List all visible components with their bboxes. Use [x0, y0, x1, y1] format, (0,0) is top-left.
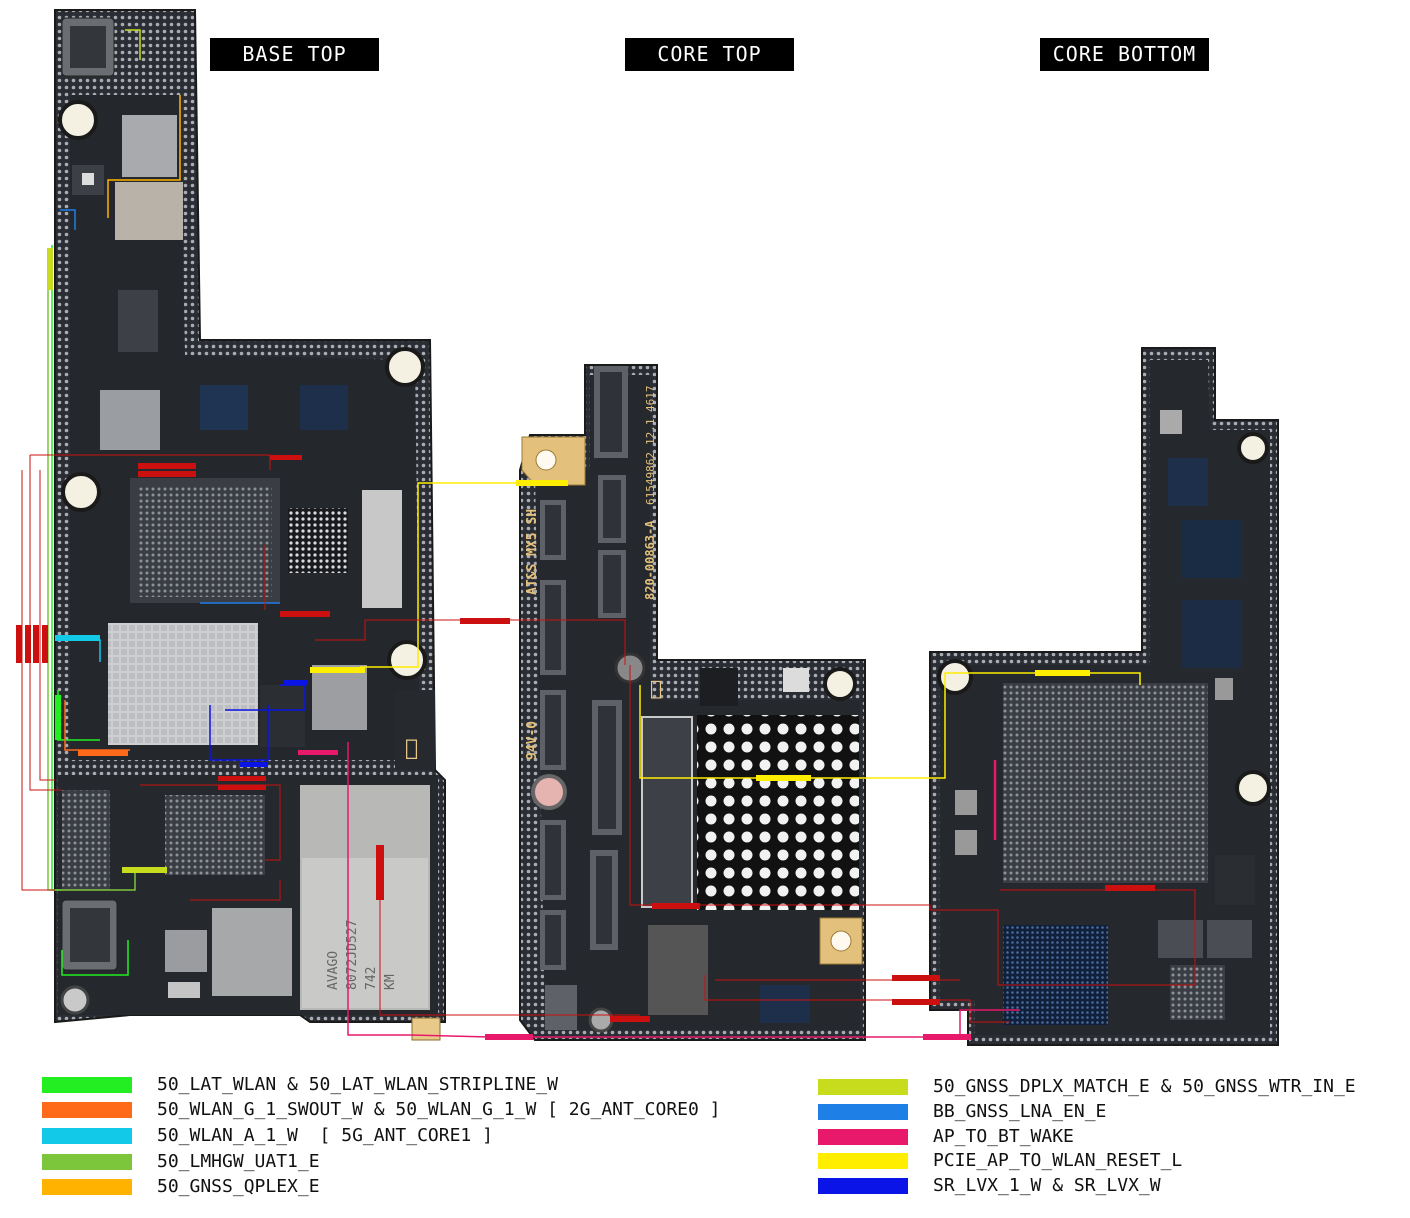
core-bottom-soc [1003, 683, 1208, 883]
legend-swatch [818, 1104, 908, 1120]
base-top-title: BASE TOP [210, 38, 379, 71]
base-hole-4 [387, 640, 427, 680]
legend-swatch [818, 1079, 908, 1095]
core-bottom-title: CORE BOTTOM [1040, 38, 1209, 71]
legend-label: 50_LAT_WLAN & 50_LAT_WLAN_STRIPLINE_W [157, 1074, 558, 1095]
legend-label: 50_LMHGW_UAT1_E [157, 1151, 320, 1172]
apple-logo-core-icon:  [650, 676, 662, 700]
base-hole-2 [61, 472, 101, 512]
avago-line3: KM [383, 974, 398, 990]
core-bottom-board [929, 347, 1279, 1046]
trace-ap-to-bt-wake [347, 742, 1020, 1038]
trace-gnss-dplx [125, 29, 141, 60]
legend-label: SR_LVX_1_W & SR_LVX_W [933, 1175, 1161, 1196]
legend-swatch [818, 1129, 908, 1145]
legend-swatch [42, 1102, 132, 1118]
net-tags [16, 248, 1155, 1040]
core-rev: 12.1 [644, 419, 657, 446]
legend-label: AP_TO_BT_WAKE [933, 1126, 1074, 1147]
trace-sr-lvx [209, 705, 269, 761]
legend-item: 50_GNSS_QPLEX_E [42, 1176, 782, 1198]
legend-item: 50_LAT_WLAN & 50_LAT_WLAN_STRIPLINE_W [42, 1074, 782, 1096]
legend-item: 50_GNSS_DPLX_MATCH_E & 50_GNSS_WTR_IN_E [818, 1076, 1398, 1098]
trace-gnss-qplex [107, 95, 181, 218]
base-hole-1 [58, 100, 98, 140]
core-part: 820-00863-A [643, 520, 657, 600]
trace-gnss-lna [60, 209, 76, 230]
apple-logo-icon:  [405, 736, 418, 761]
legend-item: 50_WLAN_A_1_W [ 5G_ANT_CORE1 ] [42, 1125, 782, 1147]
legend-swatch [42, 1077, 132, 1093]
legend-swatch [42, 1179, 132, 1195]
legend-swatch [42, 1128, 132, 1144]
legend-label: 50_GNSS_QPLEX_E [157, 1176, 320, 1197]
core-top-board:  AT&S MX5 SH 94V-0 820-00863-A 61549862… [519, 364, 866, 1041]
core-v0: 94V-0 [525, 721, 540, 760]
legend-item: SR_LVX_1_W & SR_LVX_W [818, 1175, 1398, 1197]
avago-line2: 742 [364, 967, 379, 990]
base-hole-3 [385, 347, 425, 387]
core-top-title: CORE TOP [625, 38, 794, 71]
legend-swatch [818, 1178, 908, 1194]
legend-label: 50_WLAN_A_1_W [ 5G_ANT_CORE1 ] [157, 1125, 493, 1146]
core-side-text: AT&S MX5 SH [525, 509, 540, 595]
legend-item: AP_TO_BT_WAKE [818, 1126, 1398, 1148]
base-top-board: AVAGO 8072JD527 742 KM  [54, 9, 446, 1041]
legend-item: 50_LMHGW_UAT1_E [42, 1151, 782, 1173]
legend-swatch [818, 1153, 908, 1169]
core-code: 61549862 [644, 452, 657, 505]
trace-pp-vdd-main [29, 455, 62, 791]
avago-brand: AVAGO [326, 951, 341, 990]
legend-swatch [42, 1154, 132, 1170]
legend-label: BB_GNSS_LNA_EN_E [933, 1101, 1107, 1122]
legend-item: 50_WLAN_G_1_SWOUT_W & 50_WLAN_G_1_W [ 2G… [42, 1099, 782, 1121]
legend-label: 50_GNSS_DPLX_MATCH_E & 50_GNSS_WTR_IN_E [933, 1076, 1356, 1097]
base-shield [108, 623, 258, 745]
legend-item: BB_GNSS_LNA_EN_E [818, 1101, 1398, 1123]
legend-label: 50_WLAN_G_1_SWOUT_W & 50_WLAN_G_1_W [ 2G… [157, 1099, 721, 1120]
legend-item: PCIE_AP_TO_WLAN_RESET_L [818, 1150, 1398, 1172]
trace-pcie-reset [360, 482, 535, 668]
legend-label: PCIE_AP_TO_WLAN_RESET_L [933, 1150, 1183, 1171]
core-date: 4617 [644, 386, 657, 413]
core-top-processor [697, 715, 859, 910]
